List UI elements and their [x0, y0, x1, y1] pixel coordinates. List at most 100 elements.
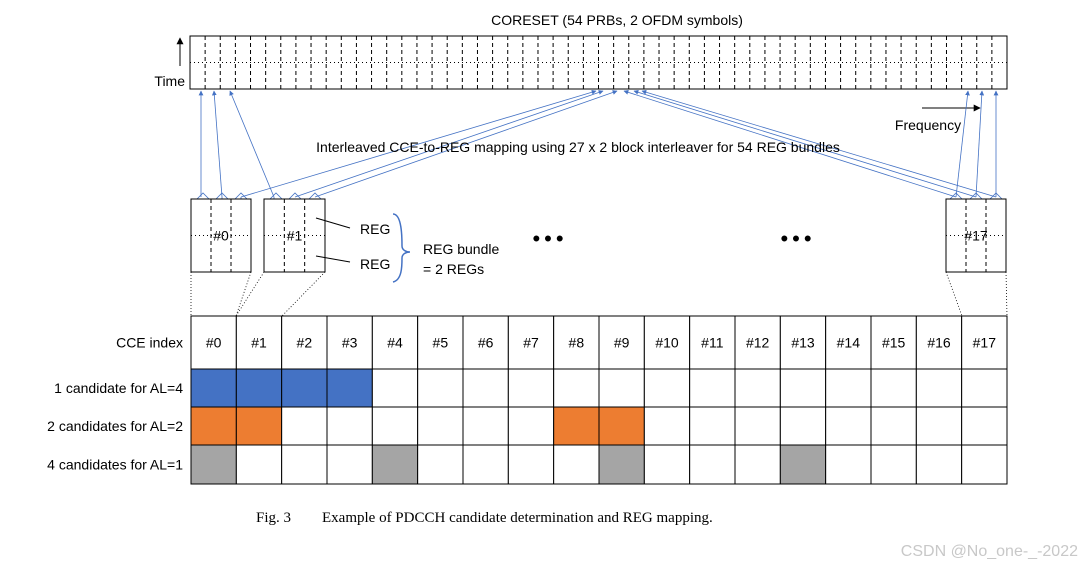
- cce-index-label: #3: [342, 335, 358, 351]
- mapping-arrow: [955, 90, 970, 198]
- frequency-axis-label: Frequency: [895, 117, 961, 133]
- candidate-cell: [870, 368, 917, 408]
- mapping-arrow: [641, 89, 997, 198]
- candidate-cell: [643, 444, 691, 485]
- bundle-tick: [215, 192, 229, 200]
- reg-bottom-pointer: [315, 255, 351, 263]
- cce-index-cell: [961, 315, 1008, 370]
- candidate-cell: [553, 444, 600, 485]
- candidate-cell: [371, 406, 419, 446]
- mapping-arrow: [975, 90, 985, 198]
- reg-bottom-label: REG: [360, 256, 390, 272]
- cce-index-label: #17: [973, 335, 997, 351]
- candidate-cell-filled: [235, 406, 283, 446]
- zoom-line: [281, 271, 326, 317]
- candidate-cell: [915, 406, 963, 446]
- bundle-tick: [949, 192, 963, 200]
- zoom-line: [945, 271, 963, 317]
- candidate-cell: [734, 406, 781, 446]
- candidate-cell: [281, 444, 328, 485]
- bundle-tick: [308, 192, 322, 200]
- candidate-cell: [417, 444, 464, 485]
- candidate-cell: [961, 444, 1008, 485]
- candidate-cell: [734, 444, 781, 485]
- candidate-cell: [915, 444, 963, 485]
- candidate-cell: [825, 406, 872, 446]
- candidate-cell: [870, 406, 917, 446]
- mapping-label: Interleaved CCE-to-REG mapping using 27 …: [316, 139, 840, 155]
- candidate-row-label: 2 candidates for AL=2: [47, 418, 183, 434]
- cce-index-cell: [598, 315, 645, 370]
- caption-text: Example of PDCCH candidate determination…: [322, 510, 713, 526]
- cce-box-outline: [263, 198, 326, 273]
- table-header-label: CCE index: [116, 335, 183, 351]
- time-axis-label: Time: [154, 73, 185, 89]
- candidate-cell: [825, 444, 872, 485]
- mapping-arrow: [623, 90, 957, 198]
- mapping-arrows: [196, 89, 1003, 200]
- cce-index-label: #2: [297, 335, 313, 351]
- candidate-cell: [371, 368, 419, 408]
- cce-index-label: #6: [478, 335, 494, 351]
- reg-top-label: REG: [360, 221, 390, 237]
- reg-bundle-brace: [392, 213, 411, 283]
- mapping-arrow: [229, 90, 275, 198]
- candidate-cell: [553, 368, 600, 408]
- candidate-cell: [507, 406, 555, 446]
- mapping-arrow: [294, 90, 604, 198]
- candidate-cell: [779, 368, 827, 408]
- candidate-cell-filled: [598, 406, 645, 446]
- candidate-cell: [462, 406, 509, 446]
- cce-index-cell: [553, 315, 600, 370]
- cce-box-1: #1: [263, 198, 326, 273]
- candidate-cell: [462, 368, 509, 408]
- candidate-row-label: 1 candidate for AL=4: [54, 380, 183, 396]
- candidate-cell-filled: [281, 368, 328, 408]
- ellipsis-right: •••: [780, 226, 815, 251]
- candidate-cell: [961, 406, 1008, 446]
- cce-box-outline: [190, 198, 252, 273]
- candidate-cell-filled: [235, 368, 283, 408]
- cce-box-2: #17: [945, 198, 1007, 273]
- watermark: CSDN @No_one-_-2022: [901, 543, 1078, 560]
- caption-fig-number: Fig. 3: [256, 510, 291, 526]
- bundle-tick: [196, 192, 210, 200]
- candidate-cell: [961, 368, 1008, 408]
- cce-index-label: #7: [523, 335, 539, 351]
- bundle-tick: [288, 192, 302, 200]
- candidate-cell-filled: [371, 444, 419, 485]
- cce-box-0: #0: [190, 198, 252, 273]
- candidate-cell: [507, 368, 555, 408]
- zoom-line: [235, 271, 252, 317]
- candidate-cell: [235, 444, 283, 485]
- candidate-cell-filled: [598, 444, 645, 485]
- cce-index-label: #10: [655, 335, 679, 351]
- reg-top-pointer: [315, 217, 351, 229]
- cce-index-label: #14: [837, 335, 861, 351]
- zoom-line: [1005, 271, 1008, 317]
- cce-index-label: #13: [791, 335, 815, 351]
- candidate-cell-filled: [779, 444, 827, 485]
- mapping-arrow: [211, 90, 223, 198]
- cce-index-label: #11: [701, 335, 724, 351]
- cce-index-label: #0: [206, 335, 222, 351]
- candidate-cell: [417, 368, 464, 408]
- cce-index-label: #1: [251, 335, 267, 351]
- candidate-cell: [689, 368, 736, 408]
- zoom-line: [235, 271, 265, 317]
- bundle-tick: [969, 192, 983, 200]
- candidate-cell-filled: [190, 444, 237, 485]
- candidate-cell: [779, 406, 827, 446]
- ellipsis-left: •••: [532, 226, 567, 251]
- candidate-cell-filled: [190, 406, 237, 446]
- cce-index-label: #9: [614, 335, 630, 351]
- candidate-cell: [598, 368, 645, 408]
- candidate-cell: [915, 368, 963, 408]
- coreset-grid: [189, 35, 1008, 90]
- bundle-tick: [269, 192, 283, 200]
- candidate-cell: [689, 406, 736, 446]
- cce-index-cell: [462, 315, 509, 370]
- cce-index-cell: [870, 315, 917, 370]
- bundle-tick: [989, 192, 1003, 200]
